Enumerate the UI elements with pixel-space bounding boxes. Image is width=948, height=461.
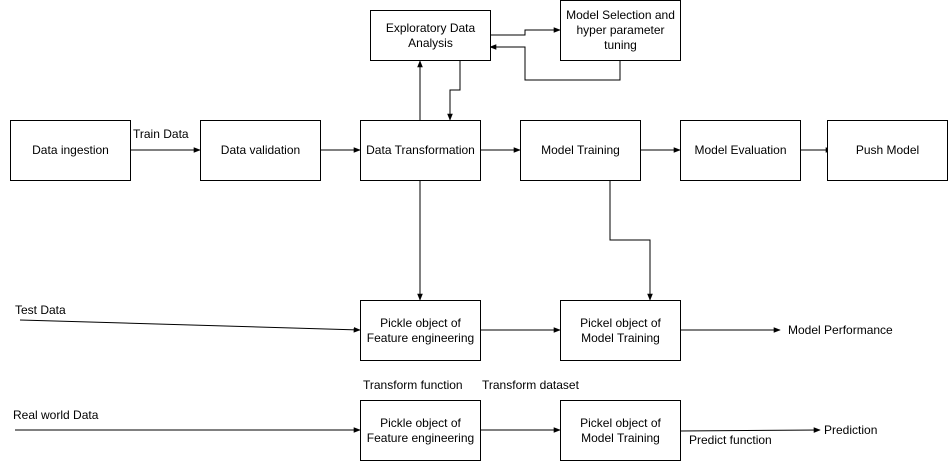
edge-eda-to-model-selection	[490, 27, 561, 36]
edge-test-data-to-pickle-fe	[19, 319, 361, 333]
label-transform-function: Transform function	[363, 378, 463, 392]
node-model-training: Model Training	[520, 120, 641, 181]
node-model-selection: Model Selection and hyper parameter tuni…	[560, 0, 681, 61]
label-prediction: Prediction	[824, 423, 878, 437]
node-push-model: Push Model	[827, 120, 948, 181]
node-model-evaluation: Model Evaluation	[680, 120, 801, 181]
edge-model-selection-to-eda	[489, 44, 621, 81]
label-transform-dataset: Transform dataset	[482, 378, 579, 392]
label-train-data: Train Data	[133, 127, 189, 141]
label-test-data: Test Data	[15, 303, 66, 317]
node-data-transformation: Data Transformation	[360, 120, 481, 181]
node-pickle-model-training-real: Pickel object of Model Training	[560, 400, 681, 461]
node-pickle-feature-engineering-real: Pickle object of Feature engineering	[360, 400, 481, 461]
node-exploratory-data-analysis: Exploratory Data Analysis	[370, 10, 491, 61]
label-model-performance: Model Performance	[788, 323, 893, 337]
node-pickle-feature-engineering-test: Pickle object of Feature engineering	[360, 300, 481, 361]
node-data-validation: Data validation	[200, 120, 321, 181]
label-predict-function: Predict function	[689, 433, 772, 447]
edge-pickle-model-to-prediction	[679, 427, 821, 433]
node-data-ingestion: Data ingestion	[10, 120, 131, 181]
edge-training-to-pickle-model	[609, 180, 653, 301]
node-pickle-model-training-test: Pickel object of Model Training	[560, 300, 681, 361]
edge-eda-to-transformation	[447, 61, 461, 121]
label-real-world-data: Real world Data	[13, 408, 99, 422]
